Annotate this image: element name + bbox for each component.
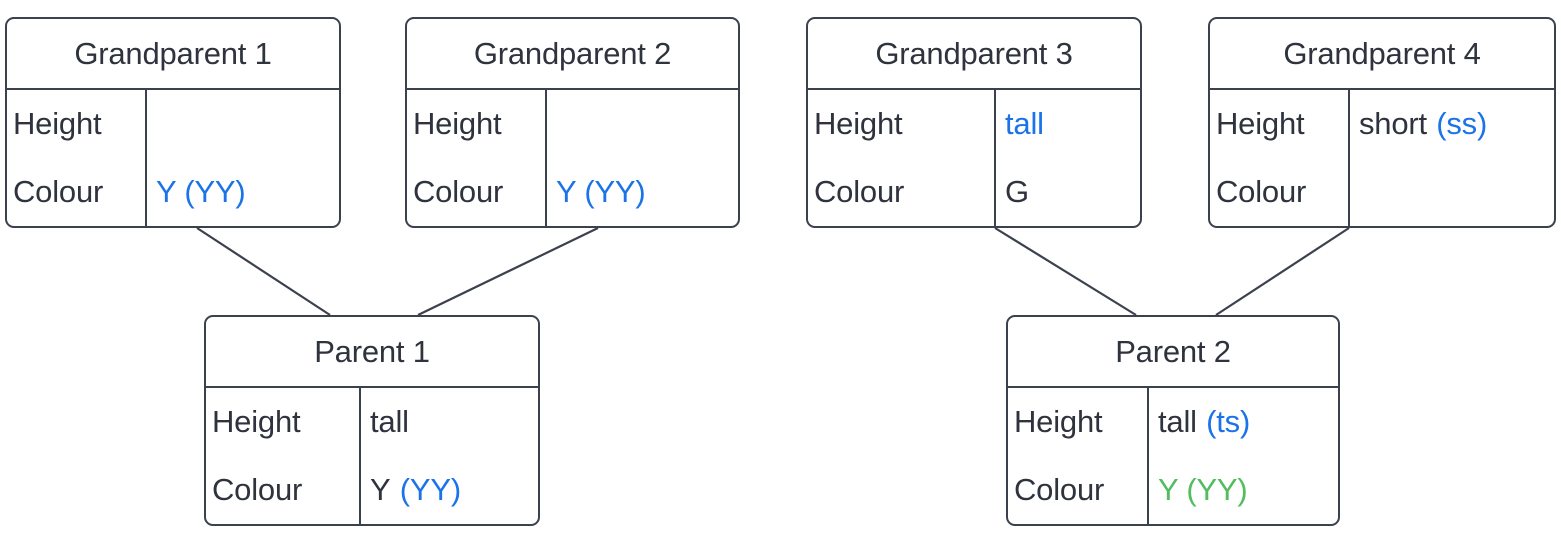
connector-line xyxy=(1215,227,1350,316)
value-token: Y (YY) xyxy=(156,174,246,209)
value-token: short xyxy=(1359,106,1427,141)
value-token: (YY) xyxy=(399,472,461,507)
trait-label-colour: Colour xyxy=(814,174,905,209)
trait-value-height xyxy=(147,90,339,158)
value-token: Y (YY) xyxy=(556,174,646,209)
node-title: Grandparent 2 xyxy=(407,19,738,90)
trait-value-colour: Y (YY) xyxy=(361,456,538,524)
connector-line xyxy=(417,227,599,316)
trait-value-colour: G xyxy=(996,158,1140,226)
value-token: (ss) xyxy=(1436,106,1488,141)
value-token: tall xyxy=(370,404,409,439)
trait-label-height: Height xyxy=(212,404,301,439)
trait-label-colour: Colour xyxy=(212,472,303,507)
value-token: Y xyxy=(370,472,391,507)
trait-label-height: Height xyxy=(13,106,102,141)
trait-value-colour: Y (YY) xyxy=(547,158,738,226)
node-title: Parent 1 xyxy=(206,317,538,388)
value-token: tall xyxy=(1158,404,1197,439)
value-token: Y (YY) xyxy=(1158,472,1248,507)
trait-value-height: tall (ts) xyxy=(1149,388,1338,456)
connector-line xyxy=(994,227,1137,316)
trait-value-column: Y (YY) xyxy=(547,90,738,226)
trait-label-height: Height xyxy=(413,106,502,141)
node-title: Grandparent 1 xyxy=(7,19,339,90)
node-title: Grandparent 3 xyxy=(808,19,1140,90)
trait-value-column: tall (ts) Y (YY) xyxy=(1149,388,1338,524)
trait-value-height: short (ss) xyxy=(1350,90,1554,158)
value-token: tall xyxy=(1005,106,1044,141)
trait-value-column: Y (YY) xyxy=(147,90,339,226)
trait-label-colour: Colour xyxy=(13,174,104,209)
trait-label-height: Height xyxy=(814,106,903,141)
trait-value-height xyxy=(547,90,738,158)
value-token: (ts) xyxy=(1206,404,1251,439)
trait-value-colour: Y (YY) xyxy=(1149,456,1338,524)
trait-label-colour: Colour xyxy=(413,174,504,209)
connector-line xyxy=(196,227,331,316)
trait-value-colour xyxy=(1350,158,1554,226)
trait-label-colour: Colour xyxy=(1014,472,1105,507)
value-token: G xyxy=(1005,174,1029,209)
trait-value-height: tall xyxy=(996,90,1140,158)
trait-label-colour: Colour xyxy=(1216,174,1307,209)
trait-value-height: tall xyxy=(361,388,538,456)
node-title: Grandparent 4 xyxy=(1210,19,1554,90)
trait-value-column: short (ss) xyxy=(1350,90,1554,226)
trait-value-colour: Y (YY) xyxy=(147,158,339,226)
trait-label-height: Height xyxy=(1216,106,1305,141)
trait-label-height: Height xyxy=(1014,404,1103,439)
node-title: Parent 2 xyxy=(1008,317,1338,388)
